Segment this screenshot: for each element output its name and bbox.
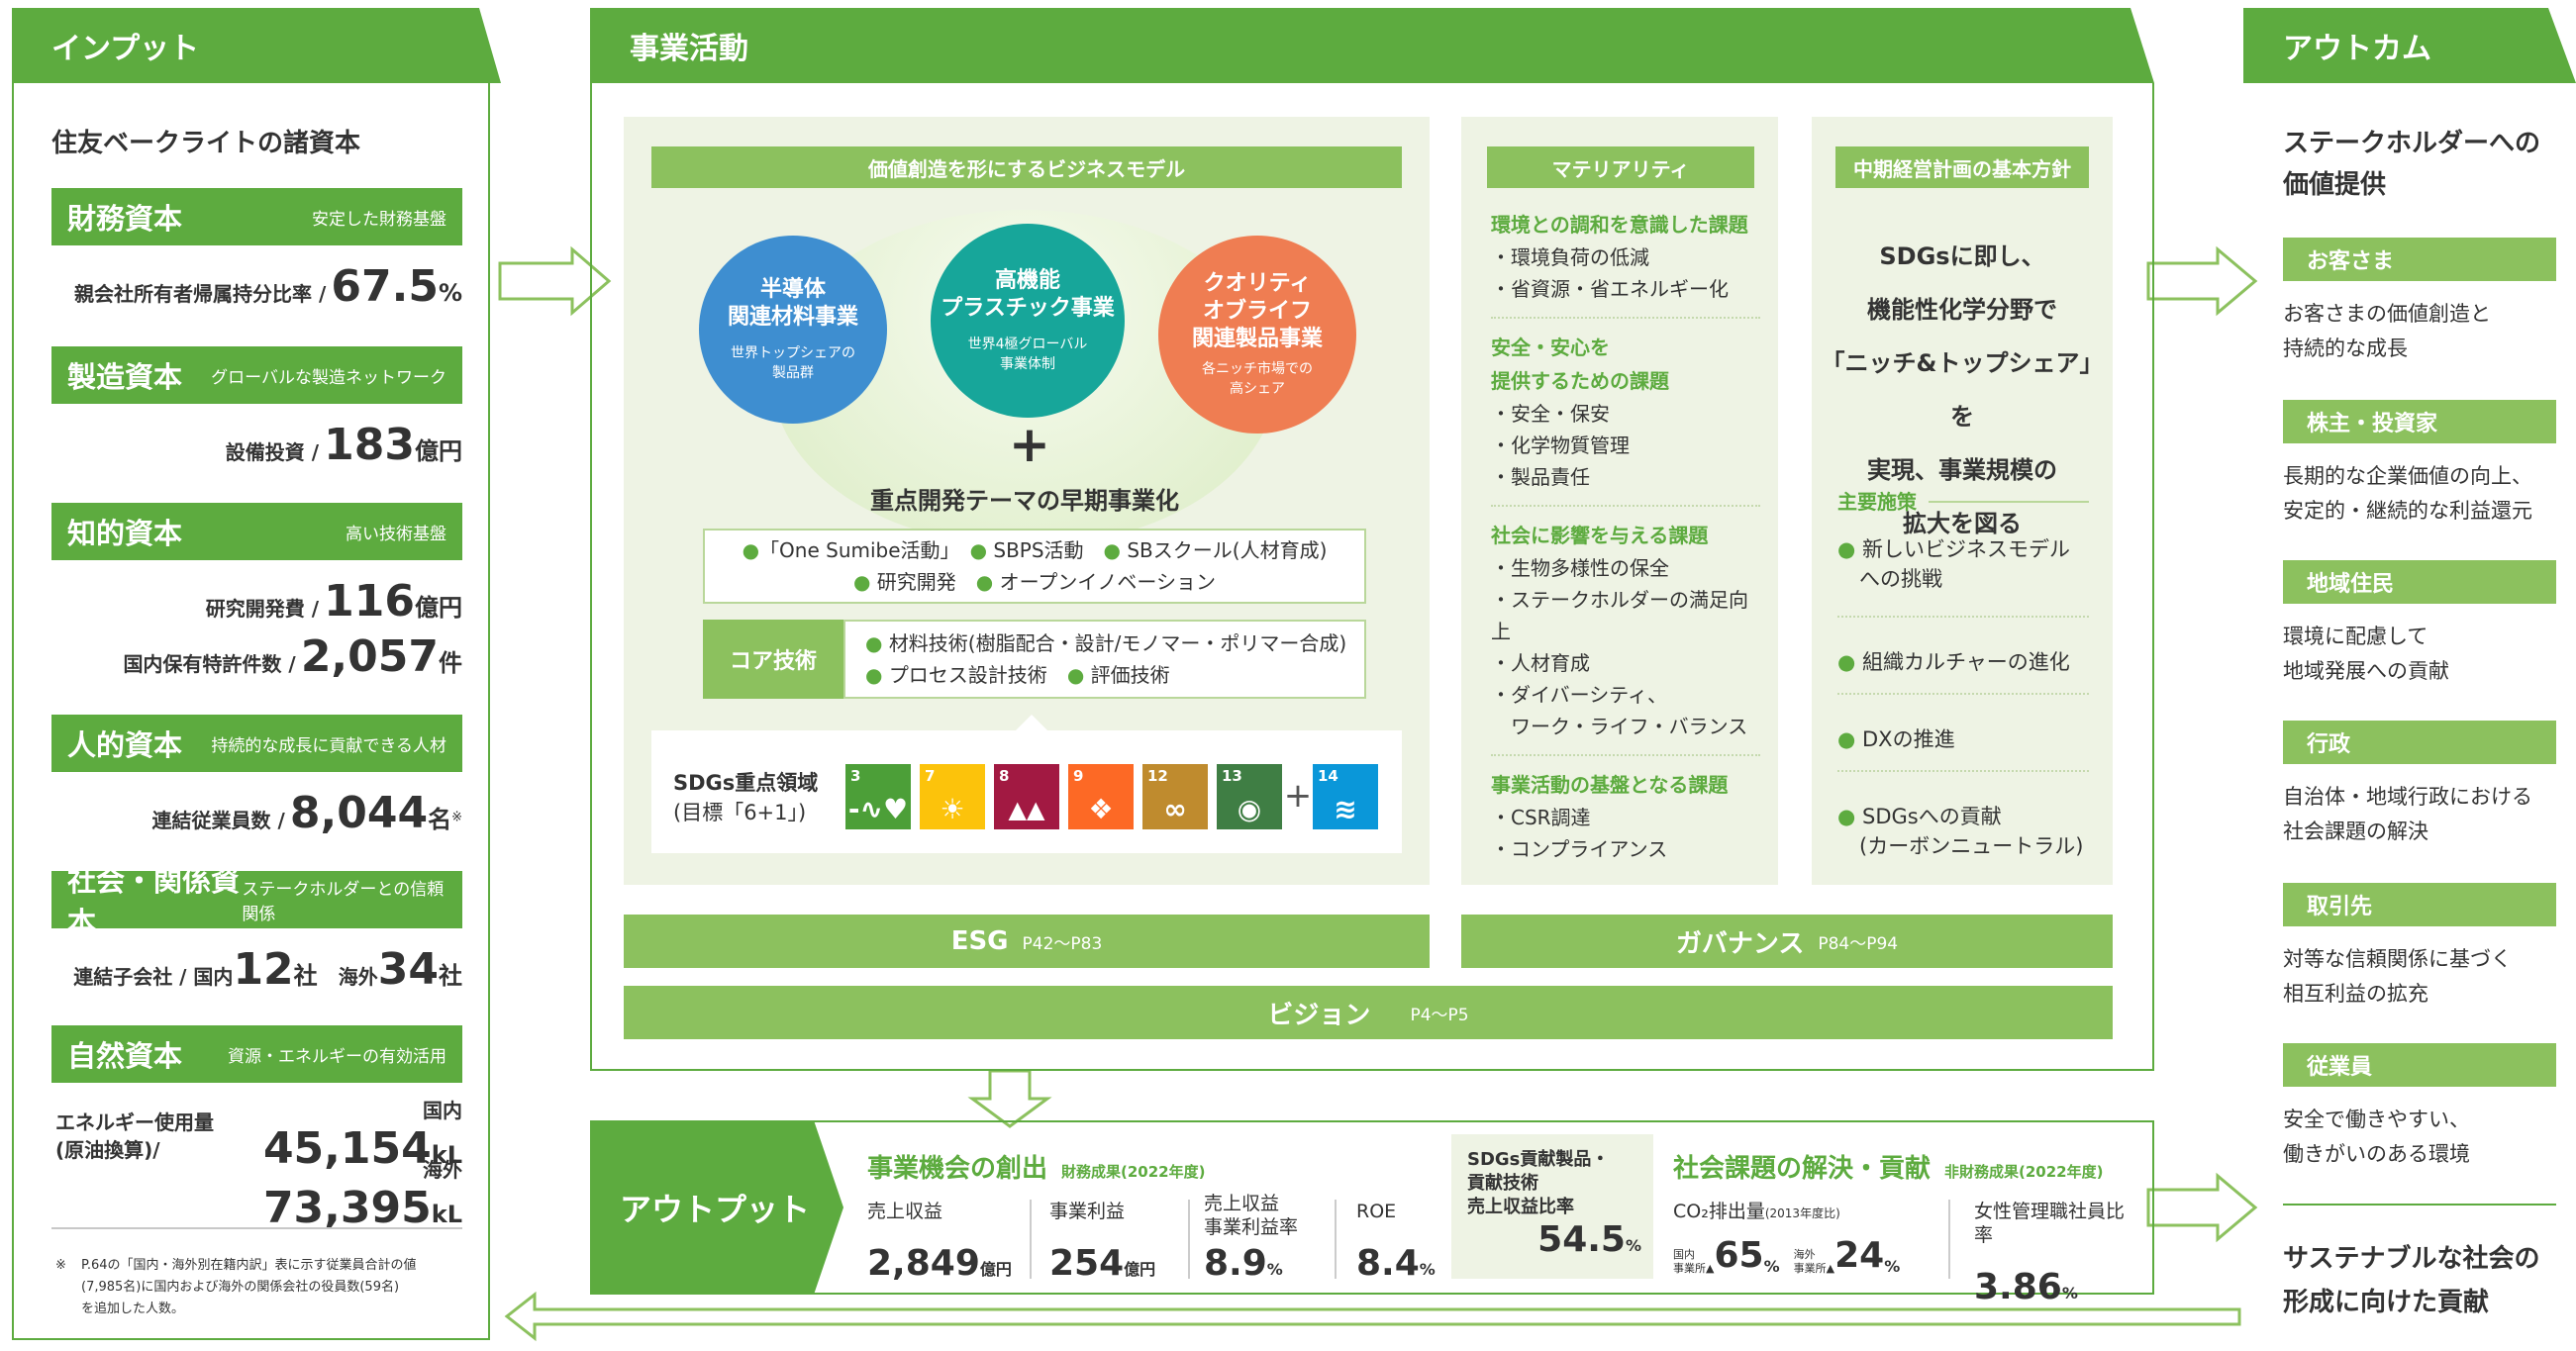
metric-profit-margin: 売上収益事業利益率 8.9% — [1204, 1193, 1299, 1284]
capital-intellectual-metric-1: 研究開発費 / 116億円 — [205, 576, 462, 627]
metric-roe: ROE 8.4% — [1356, 1201, 1436, 1284]
sdg-goal-13-icon: 13◉ — [1217, 764, 1282, 829]
metric-revenue: 売上収益 2,849億円 — [867, 1201, 1012, 1284]
outcome-tab-label: アウトカム — [2283, 32, 2431, 66]
circle-quality-of-life: クオリティオブライフ関連製品事業 各ニッチ市場での高シェア — [1158, 236, 1356, 434]
sdg-contribution: SDGs貢献製品・ 貢献技術 売上収益比率 54.5% — [1467, 1149, 1641, 1260]
input-tab: インプット — [12, 8, 501, 83]
capital-manufacturing-metric: 設備投資 / 183億円 — [225, 420, 462, 470]
input-panel — [12, 83, 490, 1340]
divider — [1948, 1200, 1950, 1279]
capital-manufacturing: 製造資本グローバルな製造ネットワーク — [51, 346, 462, 404]
materiality-box — [1461, 117, 1778, 885]
sdg-goal-9-icon: 9❖ — [1068, 764, 1134, 829]
arrow-business-to-output — [967, 1069, 1052, 1128]
capital-natural-overseas: 海外73,395kL — [262, 1158, 462, 1233]
stakeholder-employees-text: 安全で働きやすい、働きがいのある環境 — [2283, 1108, 2470, 1166]
capital-natural: 自然資本資源・エネルギーの有効活用 — [51, 1025, 462, 1083]
stakeholder-residents: 地域住民 — [2283, 560, 2556, 604]
metric-women-managers: 女性管理職社員比率 3.86% — [1974, 1201, 2126, 1307]
capital-intellectual-metric-2: 国内保有特許件数 / 2,057件 — [123, 631, 462, 682]
footnote: ※ P.64の「国内・海外別在籍内訳」表に示す従業員合計の値(7,985名)に国… — [55, 1258, 417, 1316]
stakeholder-customers-text: お客さまの価値創造と持続的な成長 — [2283, 302, 2491, 360]
arrow-feedback — [504, 1291, 2241, 1342]
divider — [1335, 1200, 1337, 1279]
input-heading: 住友ベークライトの諸資本 — [51, 129, 361, 158]
divider — [1188, 1200, 1190, 1279]
midterm-plan-title: 中期経営計画の基本方針 — [1835, 146, 2089, 188]
stakeholder-residents-text: 環境に配慮して地域発展への貢献 — [2283, 625, 2449, 683]
sdg-goal-12-icon: 12∞ — [1142, 764, 1208, 829]
sdgs-plus: + — [1283, 776, 1313, 816]
circle-plastics: 高機能プラスチック事業 世界4極グローバル事業体制 — [931, 224, 1125, 418]
stakeholder-customers: お客さま — [2283, 238, 2556, 281]
capital-intellectual: 知的資本高い技術基盤 — [51, 503, 462, 560]
stakeholder-employees: 従業員 — [2283, 1043, 2556, 1087]
capital-financial: 財務資本安定した財務基盤 — [51, 188, 462, 245]
footnote-divider — [51, 1227, 462, 1229]
capital-financial-metric: 親会社所有者帰属持分比率 / 67.5% — [74, 261, 462, 312]
capital-social-metric: 連結子会社 / 国内12社 海外34社 — [73, 944, 462, 995]
sdg-goal-3-icon: 3-∿♥ — [845, 764, 911, 829]
metric-business-profit: 事業利益 254億円 — [1049, 1201, 1156, 1284]
stakeholder-shareholders: 株主・投資家 — [2283, 400, 2556, 443]
outcome-closing: サステナブルな社会の形成に向けた貢献 — [2283, 1244, 2540, 1317]
capital-human-metric: 連結従業員数 / 8,044名※ — [151, 788, 462, 838]
capital-human: 人的資本持続的な成長に貢献できる人材 — [51, 715, 462, 772]
input-tab-label: インプット — [51, 32, 200, 66]
business-panel — [590, 83, 2154, 1071]
stakeholder-shareholders-text: 長期的な企業価値の向上、安定的・継続的な利益還元 — [2283, 464, 2532, 523]
materiality-list: 環境との調和を意識した課題 ・環境負荷の低減 ・省資源・省エネルギー化 安全・安… — [1491, 208, 1760, 865]
business-model-title: 価値創造を形にするビジネスモデル — [651, 146, 1402, 188]
output-tab: アウトプット — [590, 1120, 843, 1295]
social-issue-title: 社会課題の解決・貢献非財務成果(2022年度) — [1673, 1154, 2104, 1184]
divider — [1030, 1200, 1032, 1279]
biz-opportunity-title: 事業機会の創出財務成果(2022年度) — [867, 1154, 1206, 1184]
materiality-title: マテリアリティ — [1487, 146, 1754, 188]
capital-natural-domestic: 国内45,154kL — [262, 1099, 462, 1174]
stakeholder-government-text: 自治体・地域行政における社会課題の解決 — [2283, 785, 2532, 843]
outcome-tab: アウトカム — [2243, 8, 2576, 83]
arrow-business-to-outcome — [2146, 245, 2258, 317]
metric-co2: CO₂排出量(2013年度比) 国内事業所▲ 65% 海外事業所▲ 24% — [1673, 1201, 1901, 1276]
stakeholder-business-partners: 取引先 — [2283, 883, 2556, 926]
business-tab-label: 事業活動 — [630, 32, 748, 66]
arrow-output-to-outcome — [2146, 1172, 2258, 1243]
outcome-divider — [2283, 1204, 2556, 1206]
focus-theme: 重点開発テーマの早期事業化 — [870, 487, 1179, 515]
capital-natural-label: エネルギー使用量(原油換算)/ — [55, 1110, 214, 1162]
stakeholder-business-partners-text: 対等な信頼関係に基づく相互利益の拡充 — [2283, 947, 2512, 1006]
activities-box: ●「One Sumibe活動」 ● SBPS活動 ● SBスクール(人材育成) … — [703, 529, 1366, 604]
midterm-policy: SDGsに即し、機能性化学分野で「ニッチ&トップシェア」を実現、事業規模の拡大を… — [1821, 242, 2104, 537]
sdg-goal-14-icon: 14≋ — [1313, 764, 1378, 829]
measures-title: 主要施策 — [1837, 485, 2089, 519]
sdg-goal-7-icon: 7☀ — [920, 764, 985, 829]
circle-semiconductor: 半導体関連材料事業 世界トップシェアの製品群 — [699, 236, 887, 424]
capital-social: 社会・関係資本ステークホルダーとの信頼関係 — [51, 864, 462, 939]
sdg-goal-8-icon: 8▲▲ — [994, 764, 1059, 829]
stakeholder-government: 行政 — [2283, 721, 2556, 764]
plus-sign: + — [1009, 416, 1050, 473]
core-tech-items: ● 材料技術(樹脂配合・設計/モノマー・ポリマー合成) ● プロセス設計技術 ●… — [843, 620, 1366, 699]
sdgs-title: SDGs重点領域(目標「6+1」) — [673, 771, 819, 824]
outcome-heading: ステークホルダーへの価値提供 — [2283, 129, 2541, 200]
sdg-contribution-box — [1451, 1134, 1653, 1279]
core-tech-pointer — [1016, 715, 1047, 730]
business-tab: 事業活動 — [590, 8, 2154, 83]
core-tech-label: コア技術 — [703, 620, 843, 699]
measures-list: ● 新しいビジネスモデルへの挑戦 ● 組織カルチャーの進化 ● DXの推進 ● … — [1837, 534, 2089, 861]
